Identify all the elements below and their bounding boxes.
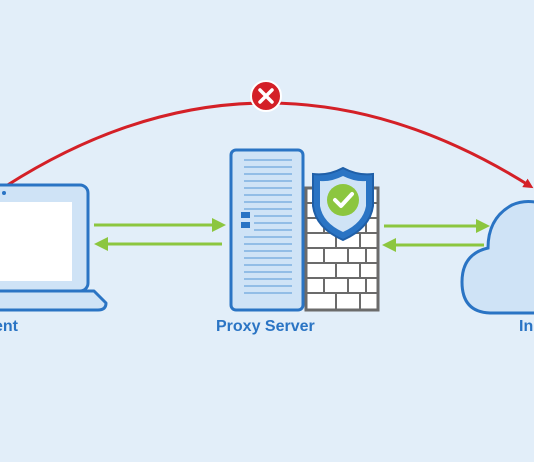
internet-label: In (519, 318, 534, 335)
proxy-internet-arrows (382, 219, 490, 252)
client-label: ent (0, 318, 18, 335)
cloud-icon (460, 199, 534, 315)
x-circle-icon (250, 80, 282, 112)
client-proxy-arrows (94, 218, 226, 251)
laptop-icon (0, 183, 108, 312)
shield-check-icon (312, 166, 374, 242)
proxy-server-label: Proxy Server (216, 318, 315, 335)
server-tower-icon (229, 148, 305, 312)
